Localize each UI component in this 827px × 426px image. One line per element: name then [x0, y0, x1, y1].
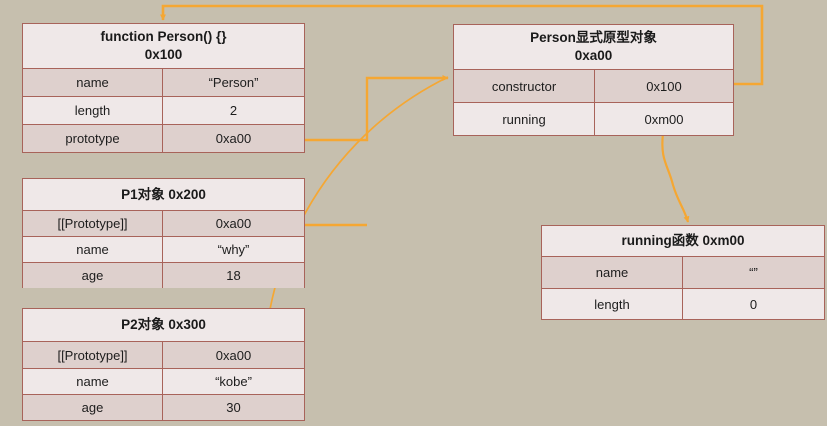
row-key: running	[454, 103, 595, 135]
box-p2-object-title: P2对象 0x300	[23, 309, 304, 342]
row-value: 18	[226, 268, 241, 283]
row-value: “kobe”	[215, 374, 252, 389]
box-p1-object[interactable]: P1对象 0x200 [[Prototype]] 0xa00 name “why…	[22, 178, 305, 288]
row-key: age	[23, 263, 163, 288]
table-row: length 0	[542, 289, 824, 319]
table-row: [[Prototype]] 0xa00	[23, 342, 304, 369]
box-running-function[interactable]: running函数 0xm00 name “” length 0	[541, 225, 825, 320]
table-row: length 2	[23, 97, 304, 125]
box-person-prototype-title-line2: 0xa00	[574, 48, 613, 63]
row-key: [[Prototype]]	[23, 211, 163, 236]
row-value: 0xa00	[215, 131, 252, 146]
table-row: name “Person”	[23, 69, 304, 97]
box-p2-object-title-line1: P2对象 0x300	[121, 317, 206, 333]
table-row: age 18	[23, 263, 304, 288]
box-person-prototype-title-line1: Person显式原型对象	[530, 30, 657, 46]
row-key: name	[23, 369, 163, 394]
row-key: name	[542, 257, 683, 288]
row-key: prototype	[23, 125, 163, 152]
box-running-function-title-line1: running函数 0xm00	[621, 233, 745, 249]
row-value: “why”	[217, 242, 250, 257]
table-row: name “why”	[23, 237, 304, 263]
box-running-function-title: running函数 0xm00	[542, 226, 824, 257]
box-person-prototype-title: Person显式原型对象 0xa00	[454, 25, 733, 70]
table-row: name “”	[542, 257, 824, 289]
row-key: length	[23, 97, 163, 124]
box-person-prototype[interactable]: Person显式原型对象 0xa00 constructor 0x100 run…	[453, 24, 734, 136]
row-key: constructor	[454, 70, 595, 102]
table-row: prototype 0xa00	[23, 125, 304, 152]
box-person-function[interactable]: function Person() {} 0x100 name “Person”…	[22, 23, 305, 153]
table-row: age 30	[23, 395, 304, 420]
row-key: name	[23, 69, 163, 96]
box-p1-object-title: P1对象 0x200	[23, 179, 304, 211]
row-value: 0	[749, 296, 758, 312]
table-row: [[Prototype]] 0xa00	[23, 211, 304, 237]
box-p2-object[interactable]: P2对象 0x300 [[Prototype]] 0xa00 name “kob…	[22, 308, 305, 421]
box-person-function-title: function Person() {} 0x100	[23, 24, 304, 69]
table-row: name “kobe”	[23, 369, 304, 395]
row-value: 0x100	[646, 78, 682, 94]
row-key: name	[23, 237, 163, 262]
box-p1-object-title-line1: P1对象 0x200	[121, 186, 206, 202]
row-key: length	[542, 289, 683, 319]
table-row: constructor 0x100	[454, 70, 733, 103]
row-key: [[Prototype]]	[23, 342, 163, 368]
row-value: 30	[226, 400, 241, 415]
arrow-prototype-to-prototype-object	[282, 75, 449, 142]
row-value: 2	[229, 103, 238, 118]
row-value: “Person”	[208, 75, 259, 90]
row-value: 0xa00	[215, 216, 252, 231]
row-key: age	[23, 395, 163, 420]
table-row: running 0xm00	[454, 103, 733, 135]
row-value: “”	[749, 265, 758, 280]
box-person-function-title-line1: function Person() {}	[100, 29, 227, 45]
arrow-running-to-running-function	[661, 132, 690, 223]
row-value: 0xa00	[215, 347, 252, 363]
row-value: 0xm00	[644, 111, 684, 127]
box-person-function-title-line2: 0x100	[144, 47, 183, 62]
